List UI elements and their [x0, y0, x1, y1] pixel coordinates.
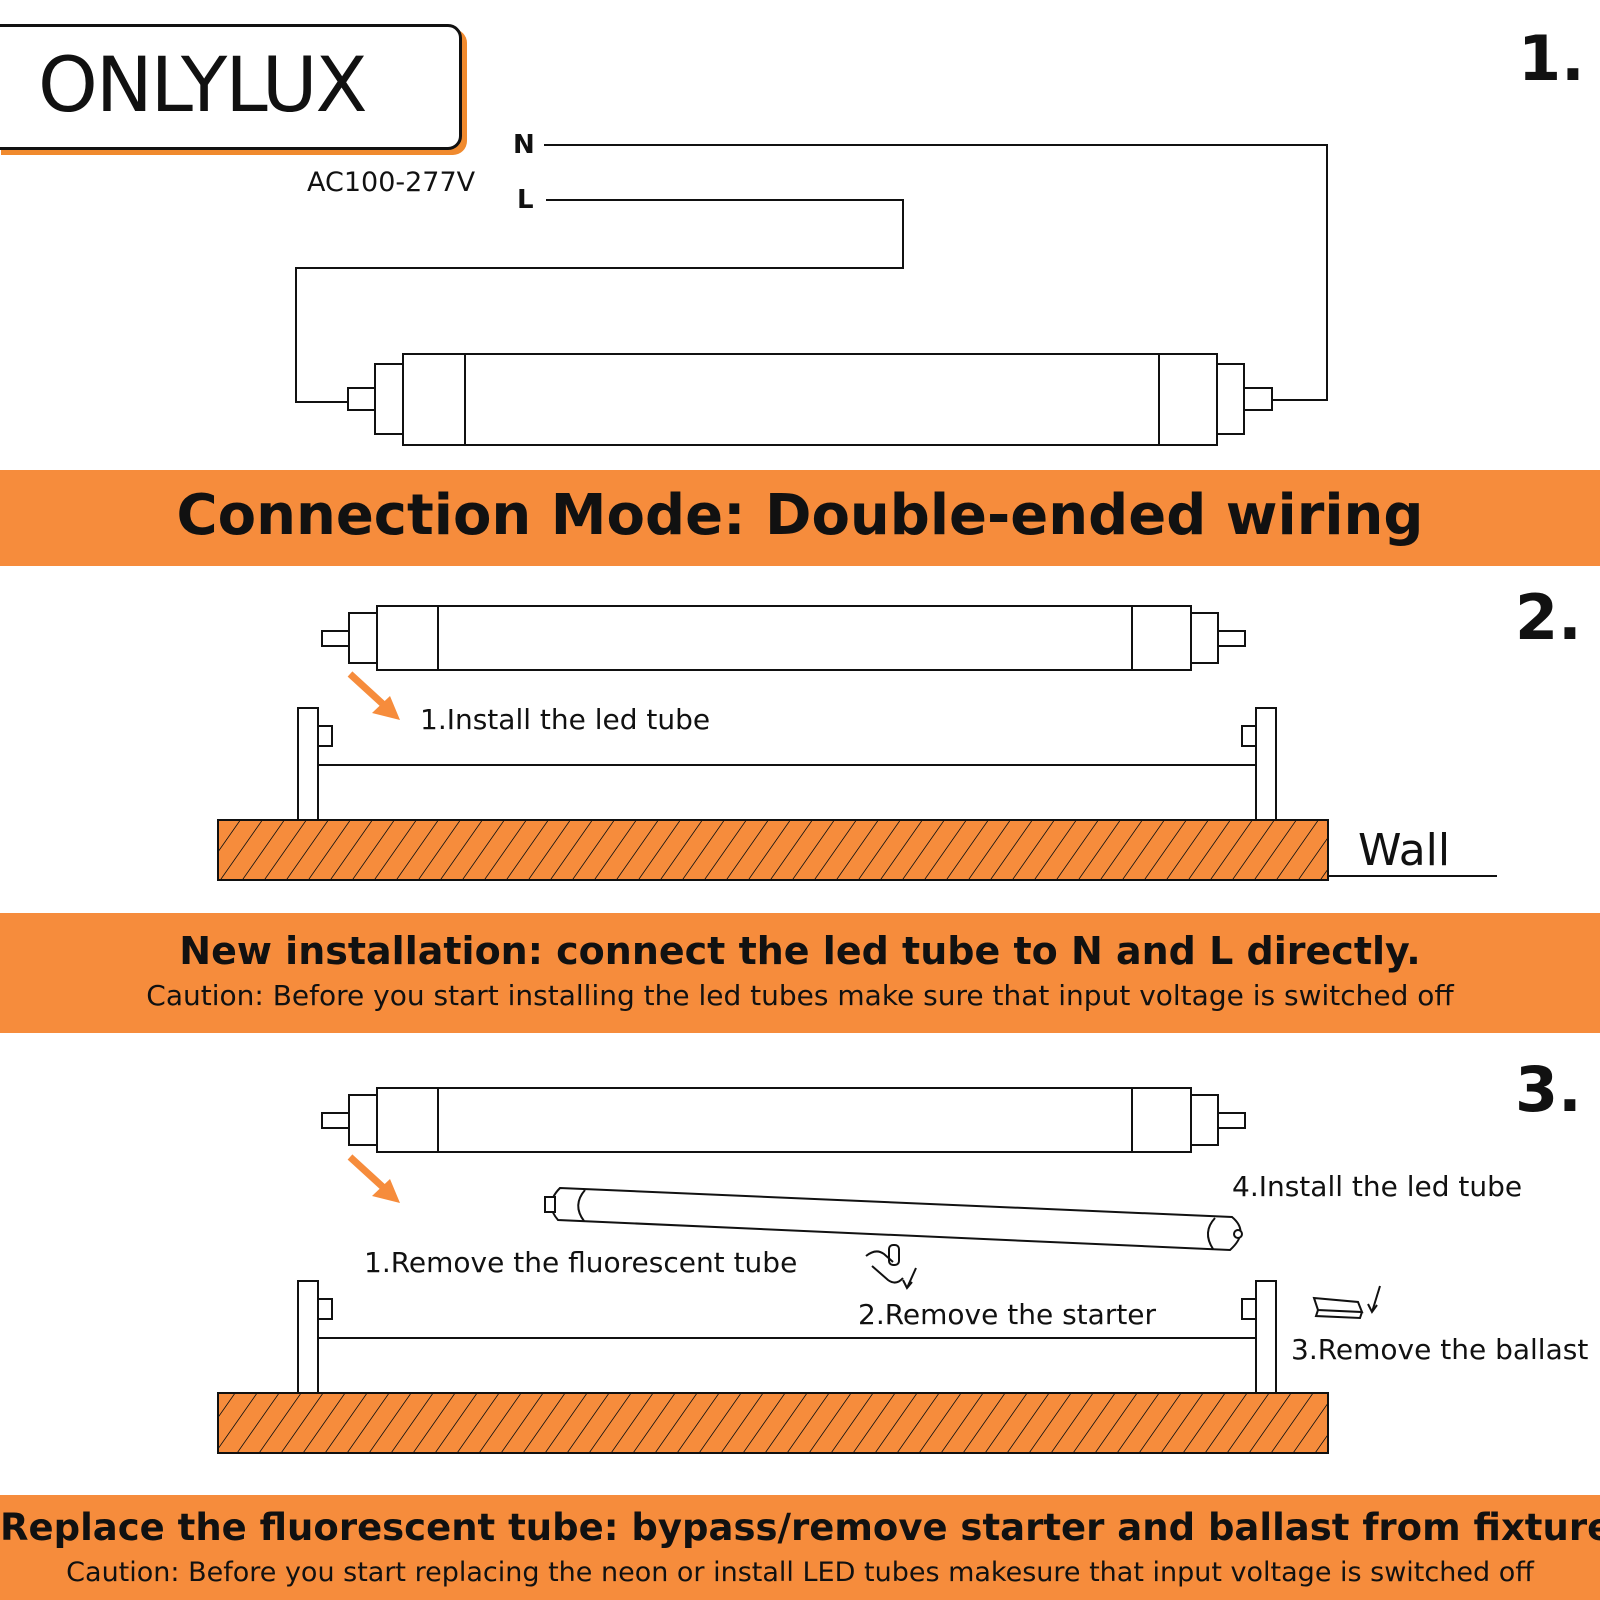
- brand-logo: ONLYLUX: [38, 40, 368, 129]
- tube-body: [376, 605, 1192, 671]
- banner-new-installation-caution: Caution: Before you start installing the…: [146, 979, 1454, 1012]
- ballast-icon: [1312, 1285, 1381, 1320]
- step1-label: 1.Remove the fluorescent tube: [364, 1246, 798, 1279]
- banner-replace: [0, 1495, 1600, 1600]
- voltage-label: AC100-277V: [307, 167, 476, 198]
- step-number-1: 1.: [1518, 22, 1585, 95]
- section3-arrow: [347, 1154, 400, 1203]
- install-led-label: 1.Install the led tube: [420, 703, 711, 736]
- tube-body: [402, 353, 1218, 446]
- step-number-2: 2.: [1515, 581, 1582, 654]
- wall-hatch: [217, 819, 1329, 881]
- fluorescent-tube: [544, 1186, 1243, 1252]
- tube-pin-left: [321, 1112, 350, 1129]
- banner-new-installation: [0, 913, 1600, 1033]
- tube-pin-right: [1243, 387, 1273, 411]
- banner-replace-caution: Caution: Before you start replacing the …: [66, 1557, 1534, 1588]
- tube-pin-right: [1217, 1112, 1246, 1129]
- section3-fixture: [297, 1280, 1277, 1394]
- step2-label: 2.Remove the starter: [858, 1298, 1157, 1331]
- tube-cap-right: [1216, 363, 1245, 435]
- neutral-wire: [544, 144, 1328, 401]
- tube-body: [376, 1087, 1192, 1153]
- holder-left: [297, 707, 319, 821]
- banner-replace-title: Replace the fluorescent tube: bypass/rem…: [0, 1506, 1600, 1549]
- step4-label: 4.Install the led tube: [1232, 1170, 1523, 1203]
- live-label: L: [517, 185, 534, 215]
- starter-icon: [865, 1244, 917, 1290]
- section2-arrow: [347, 671, 400, 720]
- section2-tube: [321, 605, 1246, 671]
- tube-pin-right: [1217, 630, 1246, 647]
- holder-right: [1255, 1280, 1277, 1394]
- section1-wiring: [295, 144, 1328, 403]
- banner-connection-mode-title: Connection Mode: Double-ended wiring: [176, 483, 1424, 548]
- tube-pin-left: [347, 387, 376, 411]
- section3-tube: [321, 1087, 1246, 1153]
- tube-pin-left: [321, 630, 350, 647]
- banner-new-installation-title: New installation: connect the led tube t…: [179, 929, 1421, 973]
- section2-fixture: [297, 707, 1277, 821]
- tube-cap-left: [374, 363, 404, 435]
- neutral-label: N: [513, 130, 535, 160]
- wall-hatch-2: [217, 1392, 1329, 1454]
- step3-label: 3.Remove the ballast: [1291, 1333, 1589, 1366]
- holder-right: [1255, 707, 1277, 821]
- holder-left: [297, 1280, 319, 1394]
- banner-connection-mode: [0, 470, 1600, 566]
- wall-label: Wall: [1358, 825, 1451, 876]
- section1-tube: [347, 353, 1273, 446]
- live-wire: [295, 199, 904, 403]
- step-number-3: 3.: [1515, 1053, 1582, 1126]
- logo-box: [0, 24, 462, 150]
